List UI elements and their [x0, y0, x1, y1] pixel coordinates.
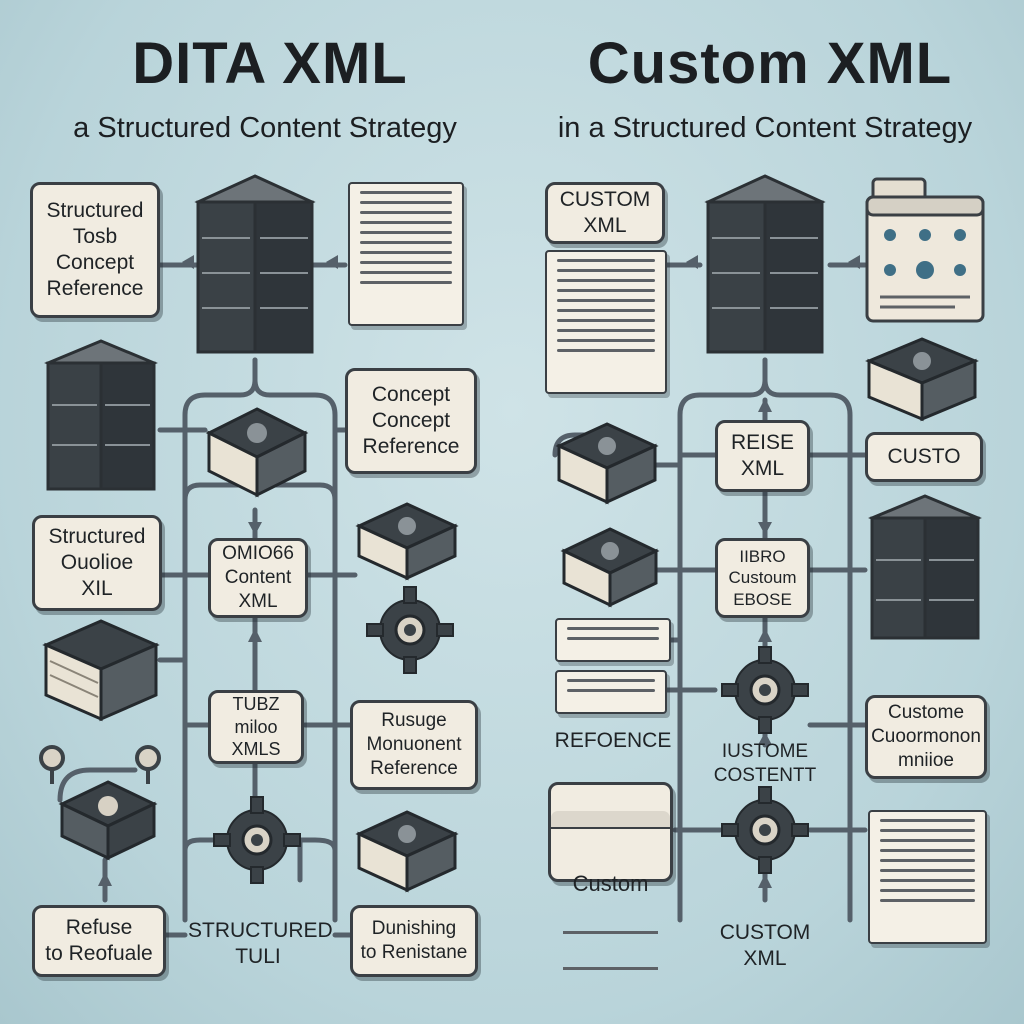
right-text-reference: REFOENCE [554, 729, 672, 752]
left-subtitle: a Structured Content Strategy [73, 112, 457, 144]
custom-window: Custom [548, 782, 673, 970]
left-label-structured-concept: Structured Tosb Concept Reference [30, 182, 160, 318]
gear-icon [213, 796, 301, 884]
book-icon [42, 619, 160, 722]
left-label-concept-reference: Concept Concept Reference [345, 368, 477, 474]
server-stack-icon [194, 174, 316, 354]
shield-book-icon [205, 407, 309, 498]
server-stack-icon [44, 339, 158, 491]
dashboard-icon [865, 177, 985, 323]
document-icon [348, 182, 464, 326]
document-icon [868, 810, 987, 944]
gear-icon [366, 586, 454, 674]
left-label-reuse-reference: Rusuge Monuonent Reference [350, 700, 478, 790]
server-stack-icon [868, 494, 982, 640]
left-label-tubz-xmls: TUBZ miloo XMLS [208, 690, 304, 764]
document-icon [555, 670, 667, 714]
shield-book-icon [355, 502, 459, 581]
right-title: Custom XML [587, 31, 953, 96]
magnifier-icon [39, 745, 65, 784]
shield-book-icon [355, 810, 459, 893]
right-label-custom-xml: CUSTOM XML [545, 182, 665, 244]
gear-icon [721, 646, 809, 734]
shield-book-icon [560, 527, 660, 608]
document-icon [545, 250, 667, 394]
right-label-custo: CUSTO [865, 432, 983, 482]
left-label-structured-xil: Structured Ouolioe XIL [32, 515, 162, 611]
window-title: Custom [572, 870, 649, 896]
right-label-custome: Custome Cuoormonon mniioe [865, 695, 987, 779]
shield-book-icon [58, 780, 158, 861]
left-label-content-xml: OMIO66 Content XML [208, 538, 308, 618]
left-label-refuse: Refuse to Reofuale [32, 905, 166, 977]
magnifier-icon [135, 745, 161, 784]
window-titlebar [551, 811, 670, 830]
shield-book-icon [555, 422, 659, 505]
right-text-custome-content: IUSTOME COSTENTT [713, 741, 817, 786]
right-text-custom-xml: CUSTOM XML [719, 921, 811, 971]
right-label-reuse-xml: REISE XML [715, 420, 810, 492]
right-label-custom-ebose: IIBRO Custoum EBOSE [715, 538, 810, 618]
shield-book-icon [865, 337, 979, 422]
document-icon [555, 618, 671, 662]
left-label-dunishing: Dunishing to Renistane [350, 905, 478, 977]
left-text-structured-tuli: STRUCTURED TULI [188, 919, 333, 969]
server-stack-icon [704, 174, 826, 354]
right-subtitle: in a Structured Content Strategy [557, 112, 973, 144]
left-title: DITA XML [132, 31, 408, 96]
gear-icon [721, 786, 809, 874]
